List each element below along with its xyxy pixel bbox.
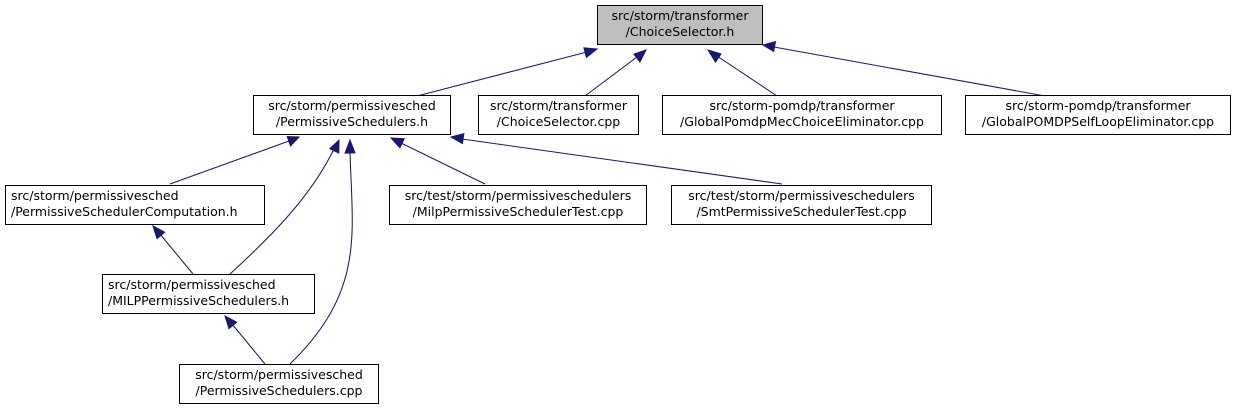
node-globalpomdpmecchoiceeliminator-cpp[interactable]: src/storm-pomdp/transformer /GlobalPomdp… <box>662 95 942 135</box>
node-globalpomdpselfloopeliminator-cpp-line2: /GlobalPOMDPSelfLoopEliminator.cpp <box>982 114 1214 129</box>
node-choiceselector-cpp-line1: src/storm/transformer <box>490 98 628 113</box>
edge-smtpermissiveschedulertest-cpp-to-permissiveschedulers-h <box>449 133 783 185</box>
node-permissiveschedulercomputation-h-line2: /PermissiveSchedulerComputation.h <box>11 204 238 219</box>
node-milppermissiveschedulertest-cpp-line2: /MilpPermissiveSchedulerTest.cpp <box>413 204 624 219</box>
edge-permissiveschedulers-h-to-choiceselector-h <box>416 47 599 97</box>
node-choiceselector-h-line2: /ChoiceSelector.h <box>626 24 735 39</box>
node-smtpermissiveschedulertest-cpp-line2: /SmtPermissiveSchedulerTest.cpp <box>696 204 906 219</box>
node-permissiveschedulercomputation-h[interactable]: src/storm/permissivesched /PermissiveSch… <box>5 185 265 225</box>
node-milppermissiveschedulers-h-line2: /MILPPermissiveSchedulers.h <box>108 293 289 308</box>
edge-choiceselector-cpp-to-choiceselector-h <box>584 49 647 97</box>
node-permissiveschedulers-cpp-line1: src/storm/permissivesched <box>195 367 363 382</box>
edge-milppermissiveschedulers-h-to-permissiveschedulers-h <box>229 138 340 275</box>
node-permissiveschedulers-h-line2: /PermissiveSchedulers.h <box>276 114 428 129</box>
edge-mecchoiceeliminator-cpp-to-choiceselector-h <box>706 49 778 97</box>
edge-milppermissiveschedulertest-cpp-to-permissiveschedulers-h <box>389 137 486 185</box>
node-permissiveschedulers-cpp[interactable]: src/storm/permissivesched /PermissiveSch… <box>179 364 379 404</box>
node-permissiveschedulers-cpp-line2: /PermissiveSchedulers.cpp <box>196 383 363 398</box>
node-milppermissiveschedulers-h[interactable]: src/storm/permissivesched /MILPPermissiv… <box>102 274 315 314</box>
node-permissiveschedulercomputation-h-line1: src/storm/permissivesched <box>11 188 179 203</box>
edge-permissiveschedulercomputation-h-to-permissiveschedulers-h <box>169 135 301 185</box>
edge-permissiveschedulers-cpp-to-permissiveschedulers-h <box>289 138 356 365</box>
node-globalpomdpselfloopeliminator-cpp-line1: src/storm-pomdp/transformer <box>1005 98 1191 113</box>
edge-milppermissiveschedulers-h-to-permissiveschedulercomputation-h <box>152 224 194 275</box>
edge-selfloopeliminator-cpp-to-choiceselector-h <box>761 40 1046 97</box>
node-permissiveschedulers-h[interactable]: src/storm/permissivesched /PermissiveSch… <box>253 95 451 135</box>
node-choiceselector-cpp-line2: /ChoiceSelector.cpp <box>497 114 621 129</box>
node-smtpermissiveschedulertest-cpp[interactable]: src/test/storm/permissiveschedulers /Smt… <box>671 185 932 225</box>
node-choiceselector-cpp[interactable]: src/storm/transformer /ChoiceSelector.cp… <box>478 95 639 135</box>
node-smtpermissiveschedulertest-cpp-line1: src/test/storm/permissiveschedulers <box>688 188 915 203</box>
node-globalpomdpselfloopeliminator-cpp[interactable]: src/storm-pomdp/transformer /GlobalPOMDP… <box>965 95 1231 135</box>
node-milppermissiveschedulertest-cpp[interactable]: src/test/storm/permissiveschedulers /Mil… <box>389 185 647 225</box>
node-permissiveschedulers-h-line1: src/storm/permissivesched <box>268 98 436 113</box>
edge-permissiveschedulers-cpp-to-milppermissiveschedulers-h <box>224 314 266 365</box>
node-globalpomdpmecchoiceeliminator-cpp-line1: src/storm-pomdp/transformer <box>709 98 895 113</box>
node-choiceselector-h[interactable]: src/storm/transformer /ChoiceSelector.h <box>597 5 763 45</box>
node-choiceselector-h-line1: src/storm/transformer <box>612 8 750 23</box>
node-milppermissiveschedulertest-cpp-line1: src/test/storm/permissiveschedulers <box>405 188 632 203</box>
node-globalpomdpmecchoiceeliminator-cpp-line2: /GlobalPomdpMecChoiceEliminator.cpp <box>680 114 924 129</box>
node-milppermissiveschedulers-h-line1: src/storm/permissivesched <box>108 277 276 292</box>
